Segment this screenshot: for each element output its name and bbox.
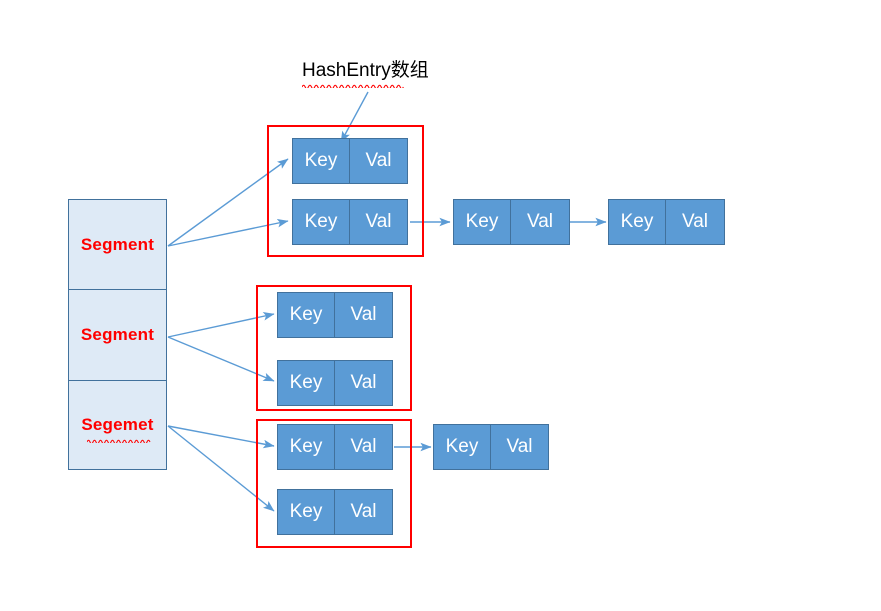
kv-key-label: Key: [304, 211, 338, 232]
kv-node-key-cell: Key: [278, 490, 336, 534]
kv-val-label: Val: [350, 372, 377, 393]
kv-node-val-cell: Val: [666, 200, 724, 244]
kv-key-label: Key: [465, 211, 499, 232]
segment-label-1: Segment: [80, 234, 155, 254]
segment-box-1[interactable]: Segment: [68, 199, 167, 290]
kv-val-label: Val: [506, 436, 533, 457]
kv-node-g1-chain-0[interactable]: Key Val: [453, 199, 570, 245]
hashentry-array-group-1: [267, 125, 424, 257]
kv-key-label: Key: [289, 501, 323, 522]
kv-key-label: Key: [304, 150, 338, 171]
segment-box-2[interactable]: Segment: [68, 290, 167, 381]
kv-node-val-cell: Val: [335, 425, 392, 469]
kv-node-val-cell: Val: [350, 139, 407, 183]
kv-node-val-cell: Val: [491, 425, 548, 469]
kv-val-label: Val: [350, 436, 377, 457]
segment-label-2: Segment: [80, 325, 155, 344]
kv-node-key-cell: Key: [278, 293, 336, 337]
kv-node-val-cell: Val: [335, 293, 392, 337]
diagram-title: HashEntry数组: [302, 58, 429, 88]
kv-key-label: Key: [445, 436, 479, 457]
kv-node-val-cell: Val: [335, 361, 392, 405]
kv-node-val-cell: Val: [350, 200, 407, 244]
kv-val-label: Val: [526, 211, 554, 232]
segment-column: Segment Segment Segemet: [68, 199, 167, 470]
kv-node-key-cell: Key: [293, 200, 351, 244]
kv-val-label: Val: [350, 304, 377, 325]
kv-node-g1-chain-1[interactable]: Key Val: [608, 199, 725, 245]
hashentry-array-group-3: [256, 419, 412, 548]
kv-val-label: Val: [365, 211, 392, 232]
kv-val-label: Val: [681, 211, 709, 232]
kv-val-label: Val: [365, 150, 392, 171]
segment-label-3: Segemet: [81, 415, 154, 434]
spellcheck-squiggle-icon-segment3: [87, 439, 151, 443]
kv-node-g1-bucket-0[interactable]: Key Val: [292, 138, 408, 184]
kv-node-val-cell: Val: [511, 200, 569, 244]
kv-key-label: Key: [289, 372, 323, 393]
kv-node-key-cell: Key: [434, 425, 492, 469]
segment-box-3[interactable]: Segemet: [68, 381, 167, 470]
hashentry-array-group-2: [256, 285, 412, 411]
kv-key-label: Key: [620, 211, 654, 232]
kv-node-val-cell: Val: [335, 490, 392, 534]
kv-node-key-cell: Key: [609, 200, 667, 244]
kv-key-label: Key: [289, 304, 323, 325]
kv-node-key-cell: Key: [293, 139, 351, 183]
kv-node-key-cell: Key: [454, 200, 512, 244]
kv-node-g1-bucket-1[interactable]: Key Val: [292, 199, 408, 245]
kv-node-g2-bucket-0[interactable]: Key Val: [277, 292, 393, 338]
spellcheck-squiggle-icon: [302, 84, 404, 88]
kv-node-g3-bucket-1[interactable]: Key Val: [277, 489, 393, 535]
kv-node-key-cell: Key: [278, 361, 336, 405]
kv-node-key-cell: Key: [278, 425, 336, 469]
kv-node-g3-bucket-0[interactable]: Key Val: [277, 424, 393, 470]
kv-val-label: Val: [350, 501, 377, 522]
kv-key-label: Key: [289, 436, 323, 457]
kv-node-g3-chain-0[interactable]: Key Val: [433, 424, 549, 470]
kv-node-g2-bucket-1[interactable]: Key Val: [277, 360, 393, 406]
diagram-title-text: HashEntry数组: [302, 60, 429, 81]
